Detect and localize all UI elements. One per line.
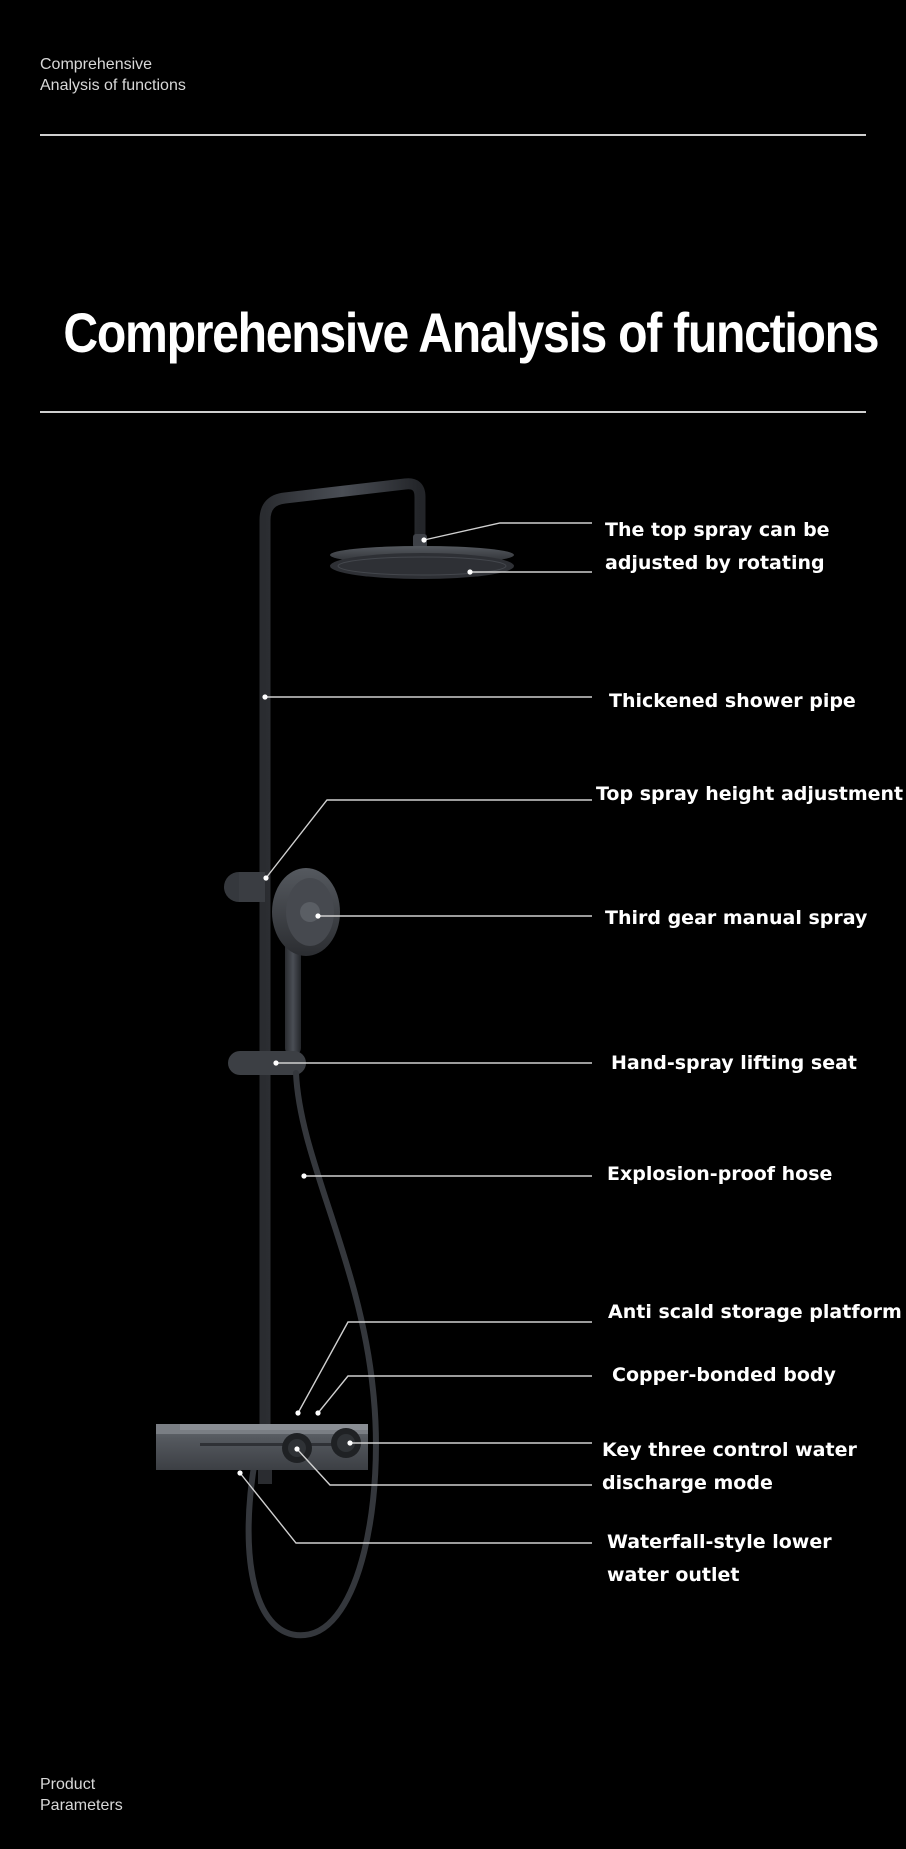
callout-top-spray-line1: The top spray can be <box>605 519 830 541</box>
callout-hose: Explosion-proof hose <box>607 1163 833 1185</box>
footer-caption-line2: Parameters <box>40 1797 123 1814</box>
callout-control-line2: discharge mode <box>602 1472 773 1494</box>
height-adjustment-knob <box>224 872 265 902</box>
leader-lower-outlet <box>239 1472 592 1544</box>
callout-lower-outlet: Waterfall-style lower water outlet <box>607 1526 832 1592</box>
dot-control-keys <box>347 1440 353 1446</box>
callout-top-spray-line2: adjusted by rotating <box>605 552 825 574</box>
top-divider <box>40 134 866 136</box>
leader-storage-platform <box>297 1321 592 1414</box>
callout-storage-platform: Anti scald storage platform <box>608 1301 902 1323</box>
hand-spray-lifting-seat <box>228 1051 306 1075</box>
header-caption-line1: Comprehensive <box>40 56 153 73</box>
callout-height-adjustment: Top spray height adjustment <box>596 783 904 805</box>
explosion-proof-hose <box>245 1070 379 1639</box>
leader-control-mode <box>296 1448 592 1486</box>
dot-control-mode <box>294 1446 300 1452</box>
shower-pipe <box>259 478 426 1466</box>
header-caption: Comprehensive Analysis of functions <box>40 54 186 96</box>
callout-outlet-line2: water outlet <box>607 1564 740 1586</box>
callout-manual-spray: Third gear manual spray <box>605 907 868 929</box>
dot-lower-outlet <box>237 1470 243 1476</box>
dot-top-spray-rotation <box>421 537 427 543</box>
leader-height-adjustment <box>265 799 592 879</box>
dot-top-spray-head <box>467 569 473 575</box>
dot-lifting-seat <box>273 1060 279 1066</box>
title-divider <box>40 411 866 413</box>
callout-lifting-seat: Hand-spray lifting seat <box>611 1052 857 1074</box>
callout-outlet-line1: Waterfall-style lower <box>607 1531 832 1553</box>
footer-caption: Product Parameters <box>40 1774 123 1816</box>
dot-height-adjustment <box>263 875 269 881</box>
callout-dots <box>237 537 473 1476</box>
leader-body <box>317 1375 592 1414</box>
dot-body <box>315 1410 321 1416</box>
callout-top-spray: The top spray can be adjusted by rotatin… <box>605 514 830 580</box>
control-body <box>156 1424 368 1484</box>
hand-spray-head <box>272 868 340 1055</box>
dot-manual-spray <box>315 913 321 919</box>
callout-control-mode: Key three control water discharge mode <box>602 1434 857 1500</box>
dot-hose <box>301 1173 307 1179</box>
footer-caption-line1: Product <box>40 1776 96 1793</box>
header-caption-line2: Analysis of functions <box>40 77 186 94</box>
page-title: Comprehensive Analysis of functions <box>63 301 879 364</box>
callout-body: Copper-bonded body <box>612 1364 836 1386</box>
callout-control-line1: Key three control water <box>602 1439 857 1461</box>
dot-storage-platform <box>295 1410 301 1416</box>
leader-top-spray-rotation <box>423 522 592 541</box>
callout-leaders <box>239 522 592 1544</box>
callout-shower-pipe: Thickened shower pipe <box>609 690 856 712</box>
dot-shower-pipe <box>262 694 268 700</box>
